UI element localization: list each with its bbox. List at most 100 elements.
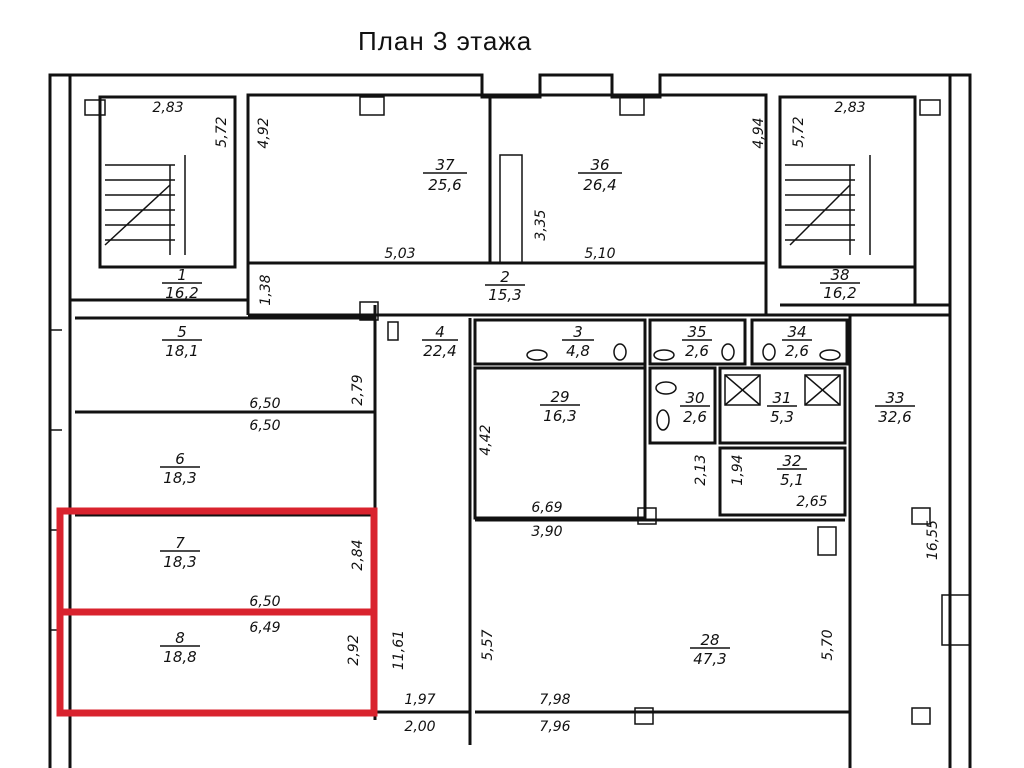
outer-walls	[48, 73, 972, 768]
room-38: 38 16,2	[820, 266, 860, 302]
room-5: 5 18,1	[162, 323, 202, 360]
room-number: 6	[175, 450, 185, 468]
room-area: 4,8	[566, 342, 590, 360]
dimension-label: 3,90	[531, 524, 562, 540]
dimension-label: 3,35	[533, 209, 549, 240]
room-37: 37 25,6	[423, 156, 467, 194]
dimension-label: 2,83	[834, 100, 865, 116]
room-30: 30 2,6	[680, 389, 710, 426]
room-number: 29	[550, 388, 569, 406]
room-number: 30	[685, 389, 704, 407]
room-number: 36	[590, 156, 609, 174]
room-number: 31	[772, 389, 791, 407]
room-31: 31 5,3	[767, 389, 797, 426]
room-8: 8 18,8	[160, 629, 200, 666]
walls-center	[468, 315, 971, 768]
room-area: 22,4	[423, 342, 456, 360]
highlight-rooms-7-8	[56, 507, 378, 717]
room-35: 35 2,6	[682, 323, 712, 360]
dimension-label: 2,65	[796, 494, 827, 510]
room-33: 33 32,6	[875, 389, 915, 426]
room-area: 32,6	[878, 408, 911, 426]
dimension-label: 5,03	[384, 246, 415, 262]
room-area: 2,6	[785, 342, 809, 360]
dimension-label: 7,98	[539, 692, 570, 708]
room-number: 32	[782, 452, 801, 470]
room-number: 4	[435, 323, 445, 341]
dimension-label: 2,13	[693, 454, 709, 485]
dimension-label: 4,42	[478, 424, 494, 455]
room-area: 25,6	[428, 176, 461, 194]
highlight-room-7	[56, 507, 378, 616]
dimension-label: 5,72	[791, 116, 807, 147]
highlight-room-8	[56, 608, 378, 717]
dimension-label: 2,83	[152, 100, 183, 116]
dimension-label: 4,94	[751, 117, 767, 148]
room-number: 2	[500, 268, 510, 286]
room-34: 34 2,6	[782, 323, 812, 360]
dimension-label: 16,55	[925, 520, 941, 560]
dimension-label: 5,10	[584, 246, 615, 262]
room-number: 5	[177, 323, 187, 341]
dimension-label: 5,72	[214, 116, 230, 147]
room-area: 5,3	[770, 408, 794, 426]
room-number: 38	[830, 266, 849, 284]
stairs-left	[104, 155, 186, 255]
dimension-labels: 2,83 5,72 2,83 5,72 4,92 4,94 5,03 5,10 …	[152, 100, 941, 735]
room-6: 6 18,3	[160, 450, 200, 487]
room-area: 2,6	[683, 408, 707, 426]
room-number: 8	[175, 629, 185, 647]
room-number: 34	[787, 323, 806, 341]
dimension-label: 5,57	[480, 629, 496, 660]
room-area: 47,3	[693, 650, 726, 668]
room-32: 32 5,1	[777, 452, 807, 489]
dimension-label: 6,69	[531, 500, 562, 516]
room-area: 18,8	[163, 648, 196, 666]
dimension-label: 11,61	[391, 630, 407, 670]
room-number: 3	[573, 323, 583, 341]
room-area: 18,3	[163, 469, 196, 487]
dimension-label: 2,79	[350, 374, 366, 405]
room-area: 2,6	[685, 342, 709, 360]
room-36: 36 26,4	[578, 156, 622, 194]
room-area: 18,3	[163, 553, 196, 571]
dimension-label: 4,92	[256, 117, 272, 148]
dimension-label: 5,70	[820, 629, 836, 660]
room-29: 29 16,3	[540, 388, 580, 425]
room-area: 26,4	[583, 176, 616, 194]
room-number: 33	[885, 389, 904, 407]
dimension-label: 2,00	[404, 719, 435, 735]
room-number: 1	[177, 266, 187, 284]
room-28: 28 47,3	[690, 631, 730, 668]
dimension-label: 6,49	[249, 620, 280, 636]
walls-top	[70, 93, 950, 317]
dimension-label: 1,97	[404, 692, 435, 708]
dimension-label: 2,92	[346, 634, 362, 665]
dimension-label: 6,50	[249, 418, 280, 434]
dimension-label: 2,84	[350, 539, 366, 570]
room-area: 5,1	[780, 471, 804, 489]
room-number: 37	[435, 156, 455, 174]
dimension-label: 7,96	[539, 719, 570, 735]
room-7: 7 18,3	[160, 534, 200, 571]
dimension-label: 1,94	[730, 454, 746, 485]
dimension-label: 6,50	[249, 594, 280, 610]
room-2: 2 15,3	[485, 268, 525, 304]
room-number: 28	[700, 631, 719, 649]
room-area: 16,2	[823, 284, 856, 302]
room-area: 16,3	[543, 407, 576, 425]
room-area: 18,1	[165, 342, 198, 360]
room-3: 3 4,8	[562, 323, 594, 360]
room-labels: 1 16,2 2 15,3 3 4,8 4 22,4 5 18,1 6 18,3	[160, 156, 915, 668]
room-area: 16,2	[165, 284, 198, 302]
room-4: 4 22,4	[422, 323, 458, 360]
room-area: 15,3	[488, 286, 521, 304]
room-number: 7	[175, 534, 185, 552]
dimension-label: 6,50	[249, 396, 280, 412]
dimension-label: 1,38	[258, 274, 274, 305]
stairs-right	[785, 155, 871, 255]
plan-title: План 3 этажа	[358, 26, 532, 56]
room-number: 35	[687, 323, 706, 341]
room-1: 1 16,2	[162, 266, 202, 302]
